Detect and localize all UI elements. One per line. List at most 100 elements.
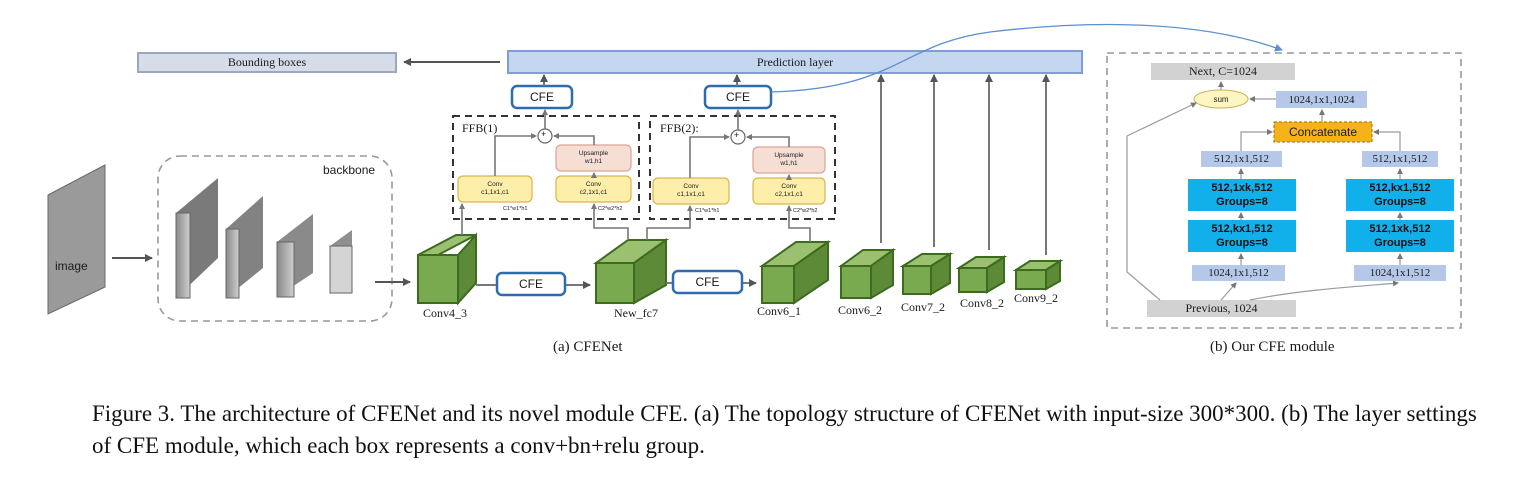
ffb1-conv-left-line2: c1,1x1,c1	[481, 189, 509, 196]
ffb2-fc7-to-conv	[646, 205, 693, 240]
label-conv6-1: Conv6_1	[757, 304, 802, 318]
ffb1-left-to-sum	[494, 133, 537, 176]
right-conv1-line1: 512,1xk,512	[1369, 223, 1431, 235]
ffb2-left-to-sum	[689, 134, 730, 178]
left-conv2-line1: 512,1xk,512	[1211, 182, 1273, 194]
left-in-label: 1024,1x1,512	[1208, 267, 1269, 279]
left-conv1-line2: Groups=8	[1216, 237, 1268, 249]
left-conv1-line1: 512,kx1,512	[1211, 223, 1273, 235]
left-conv1-label: 512,kx1,512 Groups=8	[1188, 220, 1296, 252]
ffb1-upsample-line1: Upsample	[578, 150, 609, 157]
ffb1-conv-right-line1: Conv	[585, 181, 602, 188]
ffb1-up-to-sum	[553, 133, 595, 145]
left-conv2-label: 512,1xk,512 Groups=8	[1188, 179, 1296, 211]
subcaption-a: (a) CFENet	[553, 339, 623, 355]
ffb1-conv-left-label: Conv c1,1x1,c1	[458, 176, 532, 202]
left-out-label: 512,1x1,512	[1214, 153, 1269, 165]
ffb2-upsample-label: Upsample w1,h1	[753, 147, 825, 173]
top-conv-label: 1024,1x1,1024	[1288, 93, 1355, 106]
prediction-layer-label: Prediction layer	[756, 54, 834, 69]
ffb2-conv-left	[652, 177, 730, 205]
cfe-top-1-label: CFE	[530, 90, 554, 104]
ffb2-conv-left-line2: c1,1x1,c1	[677, 191, 705, 198]
left-out-box	[1201, 151, 1282, 167]
right-out-box	[1362, 151, 1438, 167]
cfe-box-main-2	[671, 269, 744, 295]
cfe-top-2-label: CFE	[726, 90, 750, 104]
next-bar	[1151, 63, 1295, 80]
left-conv1-box	[1188, 220, 1296, 252]
prev-to-left-in	[1220, 282, 1237, 301]
backbone-label: backbone	[323, 163, 376, 177]
label-new-fc7: New_fc7	[614, 306, 658, 320]
cfe-main-2-label: CFE	[695, 275, 720, 289]
ffb1-dim-left: C1*w1*h1	[503, 206, 528, 212]
image-label: image	[55, 259, 88, 273]
cube-conv8-2	[955, 255, 1008, 294]
ffb2-up-to-sum	[746, 134, 790, 147]
leftout-to-concat-arrow	[1240, 129, 1273, 151]
right-conv2-label: 512,kx1,512 Groups=8	[1346, 179, 1454, 211]
figure-caption: Figure 3. The architecture of CFENet and…	[92, 401, 1477, 458]
cube-conv7-2	[899, 252, 954, 296]
cube-conv9-2	[1012, 259, 1064, 291]
ffb1-upsample-label: Upsample w1,h1	[556, 145, 631, 171]
ffb2-sum-symbol: +	[734, 130, 740, 140]
left-conv2-box	[1188, 179, 1296, 211]
prev-to-right-in	[1249, 280, 1399, 301]
ffb2-title: FFB(2):	[660, 121, 699, 135]
label-conv9-2: Conv9_2	[1014, 291, 1059, 305]
cube-conv6-1	[758, 240, 832, 305]
ffb2-conv-right-label: Conv c2,1x1,c1	[753, 178, 825, 204]
cube-conv4-3	[417, 232, 477, 306]
ffb2-upsample-line2: w1,h1	[780, 160, 798, 167]
bounding-boxes-bar	[137, 52, 397, 73]
label-conv4-3: Conv4_3	[423, 306, 468, 320]
prediction-layer-bar	[507, 50, 1083, 74]
subcaption-b: (b) Our CFE module	[1210, 339, 1335, 355]
label-conv8-2: Conv8_2	[960, 296, 1005, 310]
ffb1-fc7-to-conv	[591, 203, 629, 240]
ffb1-conv-right-label: Conv c2,1x1,c1	[556, 176, 631, 202]
cube-conv6-2	[837, 248, 897, 300]
ffb2-conv61-to-conv	[786, 205, 811, 242]
right-in-box	[1354, 265, 1446, 281]
previous-label: Previous, 1024	[1185, 301, 1258, 315]
right-in-label: 1024,1x1,512	[1369, 267, 1431, 279]
left-in-box	[1192, 265, 1285, 281]
cfe-detail-reference-arrow	[770, 23, 1283, 93]
ffb1-title: FFB(1)	[462, 121, 498, 135]
input-image-slab	[47, 164, 106, 315]
ffb1-upsample-line2: w1,h1	[584, 158, 603, 165]
bounding-boxes-label: Bounding boxes	[227, 55, 307, 69]
backbone-layer-1	[175, 178, 218, 299]
concatenate-box	[1273, 121, 1373, 143]
ffb2-dim-left: C1*w1*h1	[695, 208, 720, 214]
sum-label: sum	[1213, 94, 1229, 104]
right-conv1-line2: Groups=8	[1374, 237, 1426, 249]
backbone-layer-3	[276, 214, 313, 298]
cfe-module-panel	[1106, 52, 1462, 329]
ffb1-conv-right-line2: c2,1x1,c1	[579, 189, 608, 196]
ffb2-upsample-line1: Upsample	[774, 152, 804, 159]
label-conv6-2: Conv6_2	[838, 303, 883, 317]
right-conv2-line1: 512,kx1,512	[1369, 182, 1431, 194]
ffb1-dim-right: C2*w2*h2	[598, 206, 623, 212]
right-out-label: 512,1x1,512	[1372, 153, 1428, 165]
cube-new-fc7	[592, 238, 670, 305]
right-conv1-label: 512,1xk,512 Groups=8	[1346, 220, 1454, 252]
cfe-box-top-1	[510, 84, 574, 110]
shortcut-to-sum	[1126, 102, 1197, 301]
previous-bar	[1147, 300, 1296, 317]
ffb2-conv-left-line1: Conv	[683, 183, 699, 190]
cfe-box-main-1	[495, 271, 567, 297]
top-conv-box	[1276, 91, 1367, 108]
backbone-container	[157, 155, 393, 322]
rightout-to-concat-arrow	[1373, 129, 1401, 151]
left-conv2-line2: Groups=8	[1216, 196, 1268, 208]
ffb2-conv-right-line1: Conv	[781, 183, 797, 190]
ffb2-conv-right-line2: c2,1x1,c1	[775, 191, 803, 198]
backbone-layer-2	[225, 196, 263, 299]
ffb2-conv-left-label: Conv c1,1x1,c1	[653, 178, 729, 204]
